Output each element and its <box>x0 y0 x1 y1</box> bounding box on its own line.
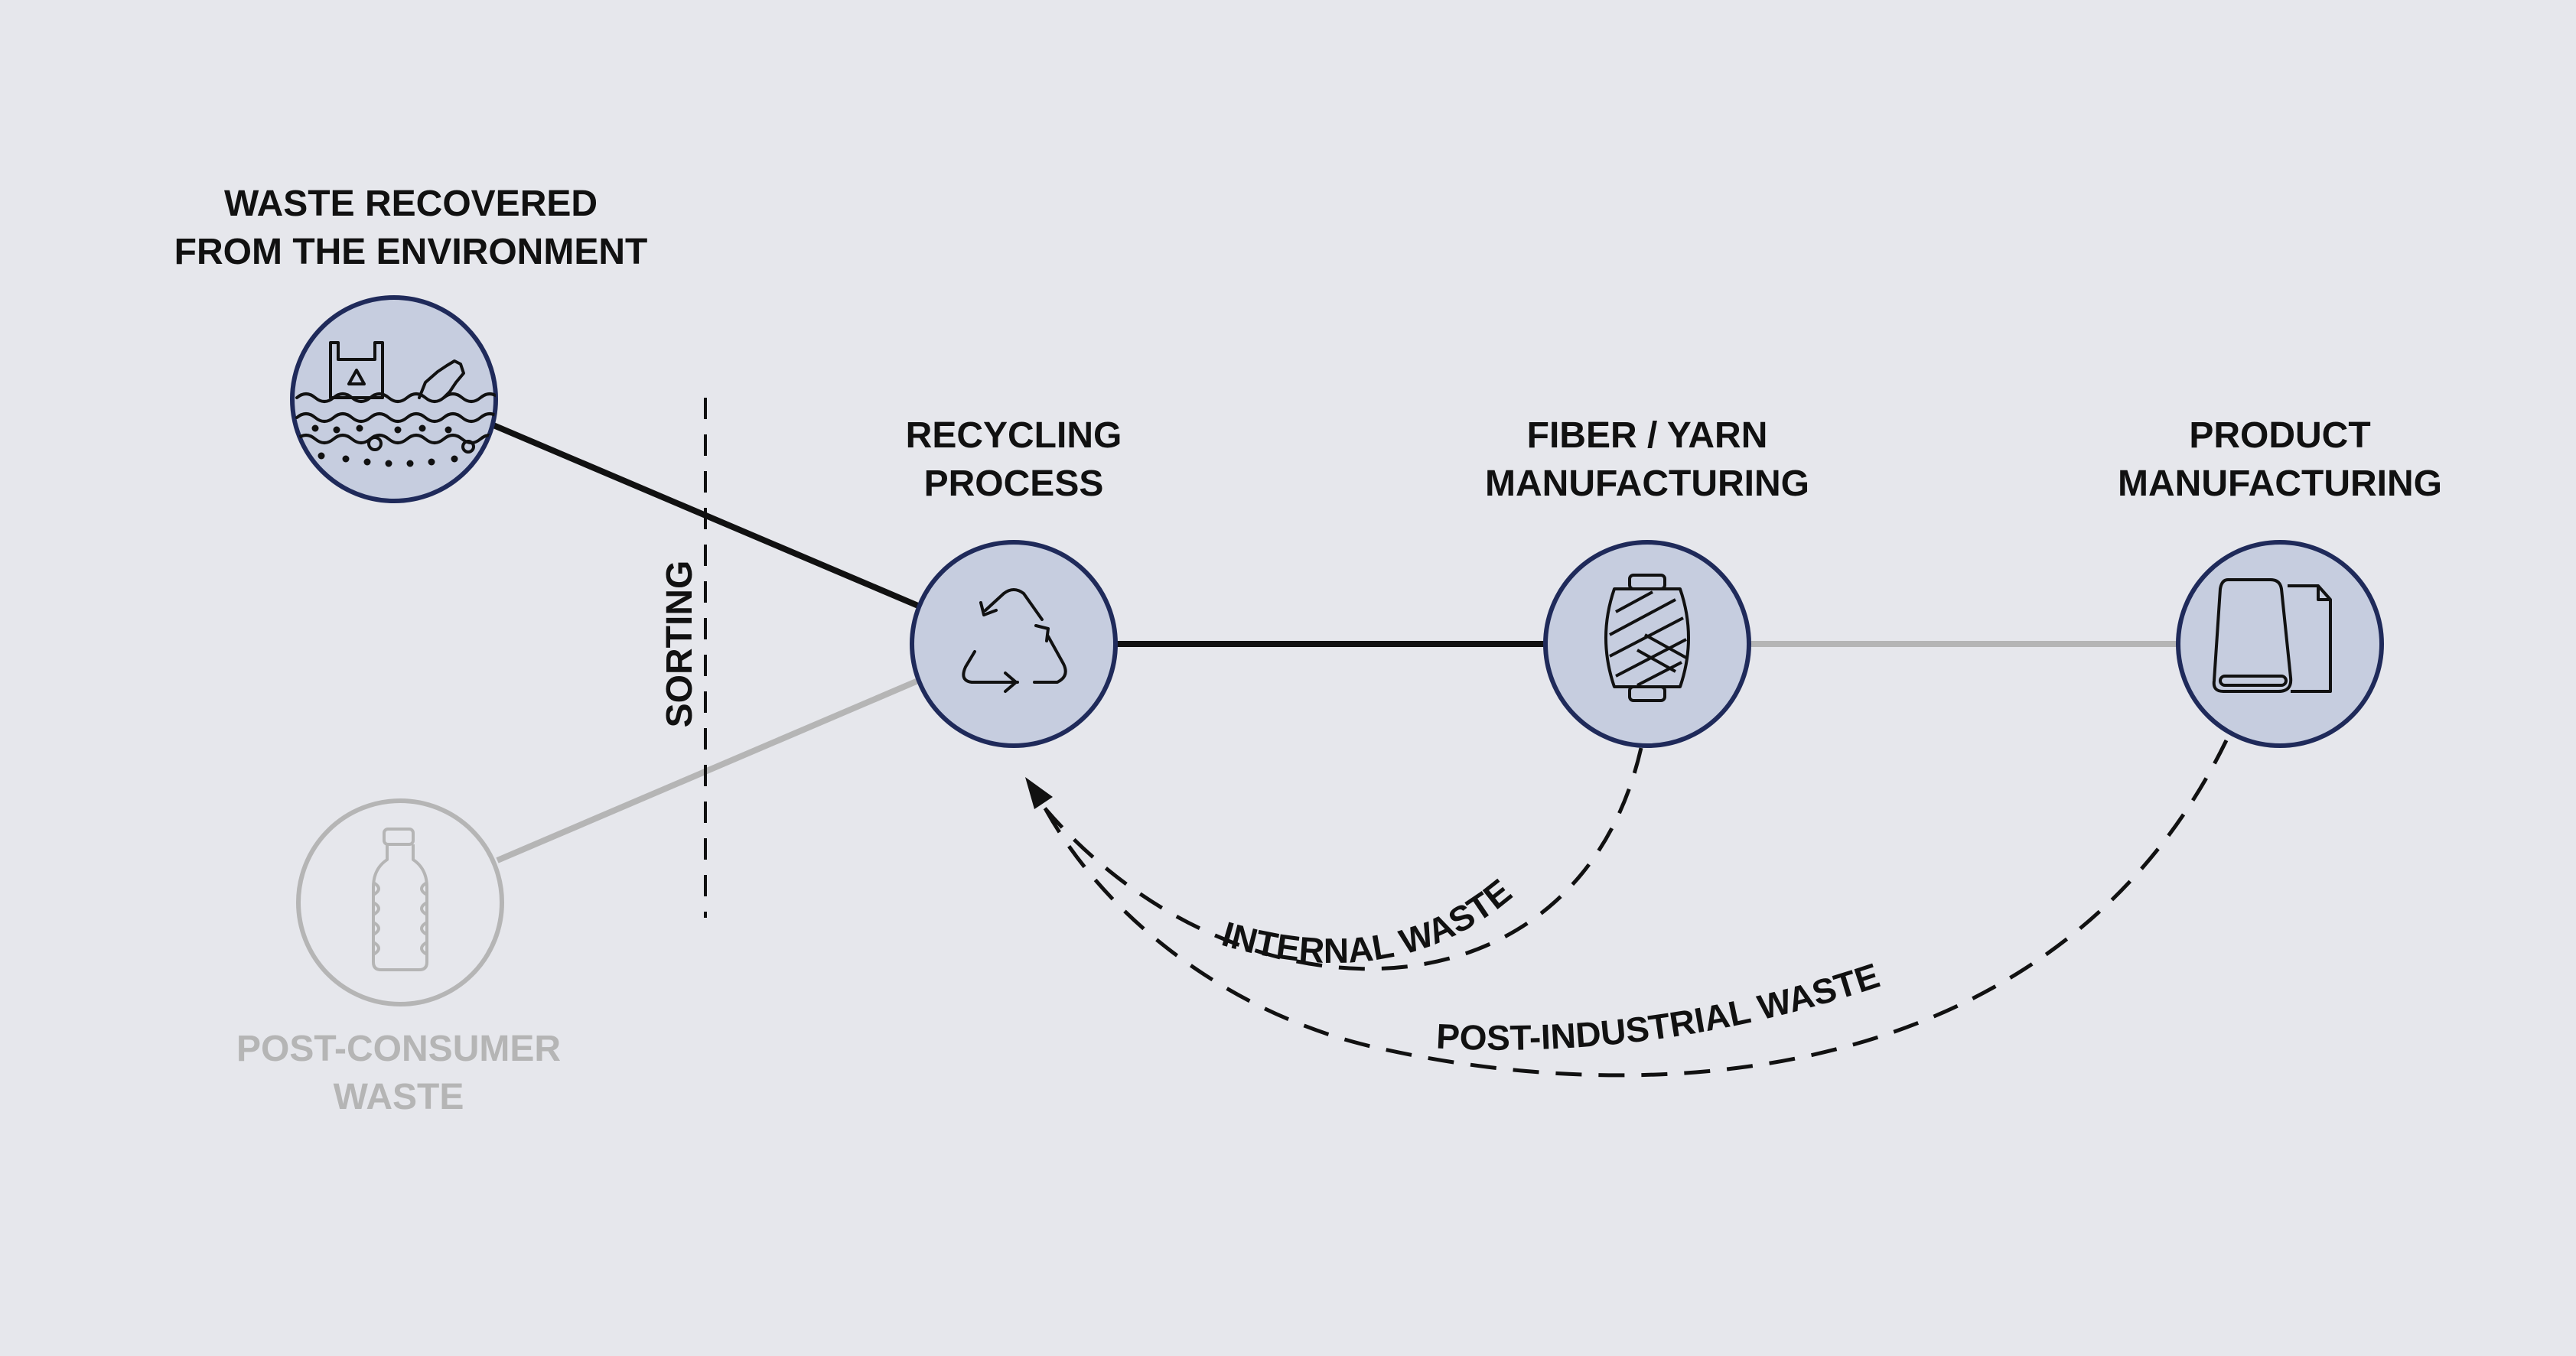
internal-waste-label-path: INTERNAL WASTE <box>1218 871 1519 971</box>
node-fiber-yarn: FIBER / YARN MANUFACTURING <box>1485 415 1809 748</box>
plastic-bottle-icon <box>372 828 428 971</box>
node-post-consumer: POST-CONSUMER WASTE <box>236 798 561 1117</box>
yarn-spool-icon <box>1604 574 1690 702</box>
node-product-label-1: PRODUCT <box>2189 415 2370 456</box>
sorting-label: SORTING <box>659 561 700 728</box>
node-recycling-label-1: RECYCLING <box>906 415 1122 456</box>
node-environment-waste-label-2: FROM THE ENVIRONMENT <box>174 232 648 272</box>
internal-waste-arc <box>1039 747 1643 971</box>
node-fiber-yarn-label-2: MANUFACTURING <box>1485 463 1809 504</box>
return-arrowhead <box>1025 777 1053 809</box>
post-industrial-waste-arc <box>1042 739 2229 1078</box>
link-postconsumer-to-recycling <box>496 678 920 863</box>
ocean-waste-icon <box>295 341 496 454</box>
node-environment-waste-label-1: WASTE RECOVERED <box>224 184 598 224</box>
recycle-icon <box>962 588 1067 693</box>
node-recycling: RECYCLING PROCESS <box>906 415 1122 748</box>
node-post-consumer-label-2: WASTE <box>334 1077 464 1117</box>
node-recycling-label-2: PROCESS <box>924 463 1104 504</box>
node-post-consumer-label-1: POST-CONSUMER <box>236 1029 561 1069</box>
debris-dots <box>311 424 458 467</box>
fabric-roll-icon <box>2212 578 2332 693</box>
post-industrial-waste-label: POST-INDUSTRIAL WASTE <box>1435 955 1884 1058</box>
node-fiber-yarn-label-1: FIBER / YARN <box>1527 415 1768 456</box>
post-industrial-waste-label-path: POST-INDUSTRIAL WASTE <box>1435 955 1884 1058</box>
internal-waste-label: INTERNAL WASTE <box>1218 871 1519 971</box>
node-product-label-2: MANUFACTURING <box>2118 463 2442 504</box>
node-product: PRODUCT MANUFACTURING <box>2118 415 2442 748</box>
node-environment-waste: WASTE RECOVERED FROM THE ENVIRONMENT <box>174 184 648 503</box>
